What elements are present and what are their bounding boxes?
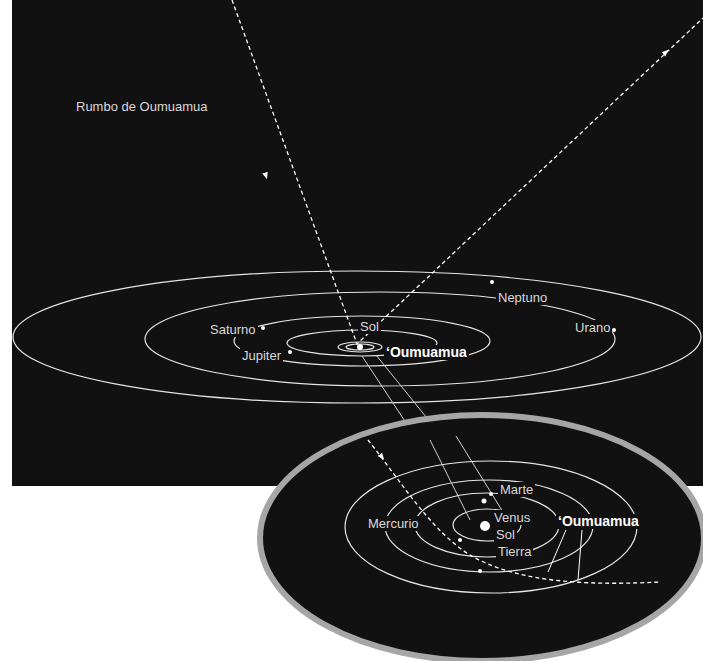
planet-label: Jupiter (240, 348, 283, 363)
planet-label: Tierra (496, 544, 533, 559)
planet-label: Marte (498, 482, 535, 497)
planet-label: Venus (492, 510, 532, 525)
planet-label: Saturno (208, 322, 258, 337)
planet-label: Urano (573, 320, 612, 335)
inset-frame (260, 415, 703, 661)
planet-label: Sol (494, 527, 517, 542)
space-ground (12, 0, 703, 486)
outer-orbits (13, 271, 701, 403)
planet-label: Rumbo de Oumuamua (74, 99, 210, 114)
planet-label: Neptuno (496, 290, 549, 305)
object-label: ‘Oumuamua (384, 345, 469, 360)
leader-lines (548, 530, 582, 580)
inner-planet-dots (458, 492, 493, 573)
sun (480, 521, 490, 531)
planet-label: Mercurio (366, 516, 421, 531)
trajectory (232, 0, 703, 344)
object-label: ‘Oumuamua (556, 514, 641, 529)
planet-label: Sol (358, 319, 381, 334)
planet-dots (261, 280, 616, 354)
inner-trajectory (368, 440, 660, 583)
